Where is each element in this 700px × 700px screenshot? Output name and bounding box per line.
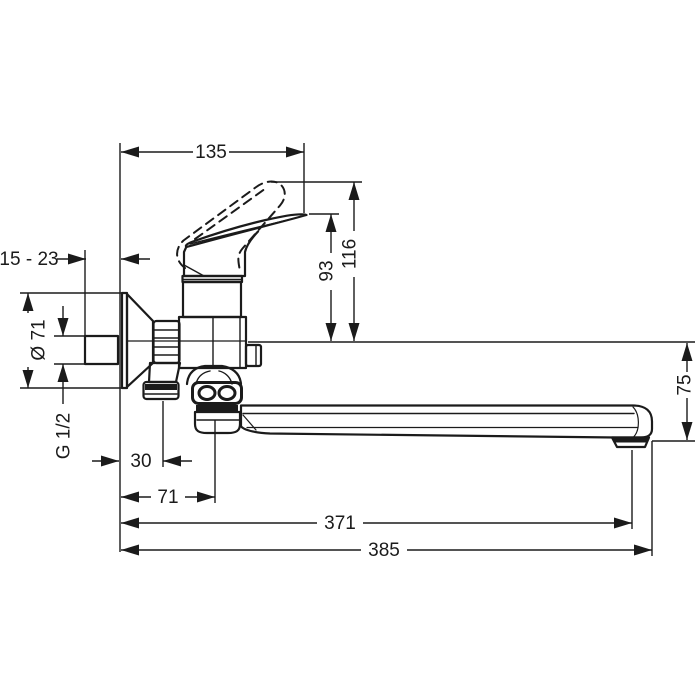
union-nut: [152, 319, 181, 365]
dimension-arrowheads: [22, 146, 693, 556]
dim-label-inlet-thread: G 1/2: [54, 413, 75, 459]
cartridge-column: [181, 274, 244, 319]
dim-label-93: 93: [317, 260, 338, 281]
aerator: [610, 436, 651, 449]
dim-label-116: 116: [340, 239, 361, 269]
dim-label-71: 71: [157, 487, 178, 508]
dim-371: [121, 450, 633, 529]
dim-75: [248, 341, 695, 442]
dim-label-135: 135: [195, 142, 227, 163]
spout-swivel-joint: [185, 364, 243, 435]
dim-label-30: 30: [130, 451, 151, 472]
wall-inlet-nipple: [83, 334, 120, 366]
mixer-body: [127, 315, 248, 370]
dim-label-wall-depth: 15 - 23: [0, 249, 59, 270]
dim-label-75: 75: [675, 374, 696, 395]
dim-label-escutcheon-diameter: Ø 71: [29, 319, 50, 360]
shower-outlet: [142, 361, 182, 401]
dim-385: [121, 441, 653, 556]
dim-label-385: 385: [368, 540, 400, 561]
side-stop: [244, 343, 263, 368]
dim-label-371: 371: [324, 513, 356, 534]
lever-handle-open-dashed: [176, 180, 286, 270]
swivel-spout: [239, 404, 654, 439]
